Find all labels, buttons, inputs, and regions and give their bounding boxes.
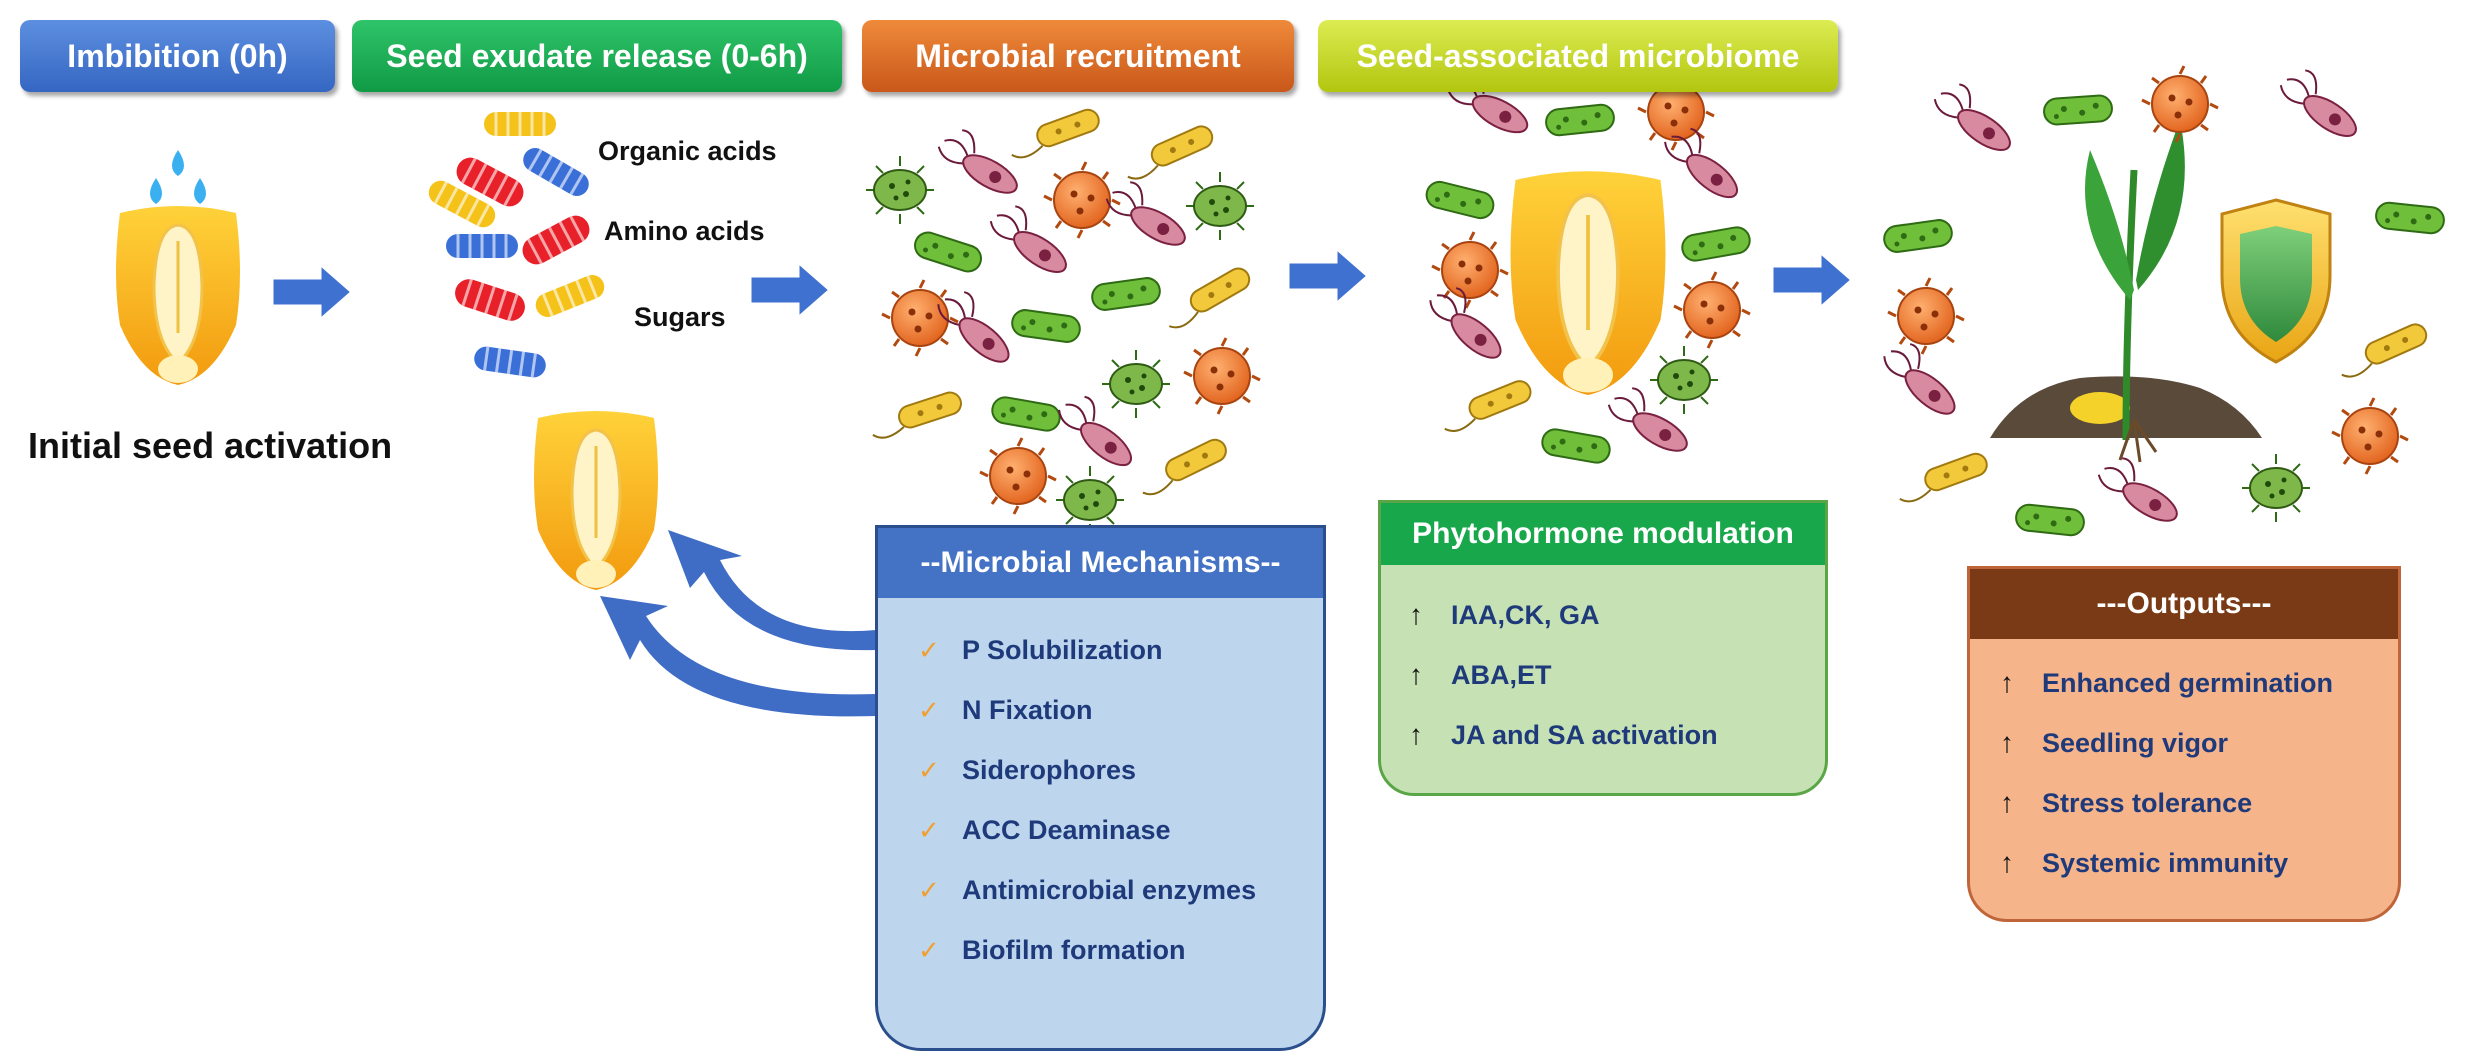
flow-arrow-icon bbox=[748, 260, 832, 320]
mechanism-item: ✓ ACC Deaminase bbox=[878, 800, 1323, 860]
up-arrow-icon: ↑ bbox=[2000, 847, 2014, 878]
output-item: ↑ Enhanced germination bbox=[1970, 653, 2398, 713]
check-icon: ✓ bbox=[918, 814, 940, 845]
initial-seed-activation-label: Initial seed activation bbox=[28, 425, 393, 466]
check-icon: ✓ bbox=[918, 934, 940, 965]
exudate-molecules-icon bbox=[423, 110, 610, 381]
stage-microbial-recruitment: Microbial recruitment bbox=[862, 20, 1294, 92]
check-icon: ✓ bbox=[918, 754, 940, 785]
mechanism-label: Siderophores bbox=[962, 754, 1137, 785]
phytohormone-modulation-box: Phytohormone modulation ↑ IAA,CK, GA ↑ ABA… bbox=[1378, 500, 1828, 796]
exudate-label-amino-acids: Amino acids bbox=[604, 216, 765, 246]
stage-seed-microbiome: Seed-associated microbiome bbox=[1318, 20, 1838, 92]
outputs-box: ---Outputs--- ↑ Enhanced germination ↑ See… bbox=[1967, 566, 2401, 922]
exudate-label-organic-acids: Organic acids bbox=[598, 136, 777, 166]
output-label: Stress tolerance bbox=[2042, 787, 2253, 818]
outputs-title: ---Outputs--- bbox=[1970, 569, 2398, 639]
mechanism-item: ✓ Antimicrobial enzymes bbox=[878, 860, 1323, 920]
output-label: Enhanced germination bbox=[2042, 667, 2334, 698]
feedback-arrows bbox=[600, 530, 876, 717]
mechanism-item: ✓ Biofilm formation bbox=[878, 920, 1323, 980]
output-item: ↑ Stress tolerance bbox=[1970, 773, 2398, 833]
phytohormone-label: ABA,ET bbox=[1451, 659, 1552, 690]
microbial-mechanisms-box: --Microbial Mechanisms-- ✓ P Solubilizati… bbox=[875, 525, 1326, 1051]
up-arrow-icon: ↑ bbox=[1409, 659, 1423, 690]
seed-microbiome-icon bbox=[1422, 63, 1753, 466]
check-icon: ✓ bbox=[918, 634, 940, 665]
mechanism-item: ✓ Siderophores bbox=[878, 740, 1323, 800]
up-arrow-icon: ↑ bbox=[2000, 667, 2014, 698]
mechanism-label: Biofilm formation bbox=[962, 934, 1186, 965]
mechanism-label: ACC Deaminase bbox=[962, 814, 1171, 845]
stage-exudate-release: Seed exudate release (0-6h) bbox=[352, 20, 842, 92]
phytohormone-label: IAA,CK, GA bbox=[1451, 599, 1600, 630]
water-drop-icon bbox=[150, 150, 206, 204]
shield-icon bbox=[2220, 198, 2332, 364]
seedling-icon bbox=[1990, 120, 2262, 463]
output-label: Systemic immunity bbox=[2042, 847, 2289, 878]
outputs-bacteria-icon bbox=[1876, 61, 2447, 538]
up-arrow-icon: ↑ bbox=[2000, 787, 2014, 818]
check-icon: ✓ bbox=[918, 694, 940, 725]
stage-imbibition: Imbibition (0h) bbox=[20, 20, 335, 92]
mechanism-label: Antimicrobial enzymes bbox=[962, 874, 1257, 905]
output-item: ↑ Seedling vigor bbox=[1970, 713, 2398, 773]
up-arrow-icon: ↑ bbox=[2000, 727, 2014, 758]
flow-arrow-icon bbox=[1770, 250, 1854, 310]
mechanism-label: N Fixation bbox=[962, 694, 1093, 725]
phytohormone-label: JA and SA activation bbox=[1451, 719, 1718, 750]
mechanism-item: ✓ N Fixation bbox=[878, 680, 1323, 740]
output-label: Seedling vigor bbox=[2042, 727, 2229, 758]
exudate-label-sugars: Sugars bbox=[634, 302, 726, 332]
phytohormone-item: ↑ ABA,ET bbox=[1381, 645, 1825, 705]
bacteria-cluster-icon bbox=[865, 105, 1262, 535]
output-item: ↑ Systemic immunity bbox=[1970, 833, 2398, 893]
phytohormone-item: ↑ IAA,CK, GA bbox=[1381, 585, 1825, 645]
mechanisms-title: --Microbial Mechanisms-- bbox=[878, 528, 1323, 598]
seed-icon bbox=[532, 409, 660, 592]
flow-arrow-icon bbox=[270, 262, 354, 322]
mechanism-item: ✓ P Solubilization bbox=[878, 620, 1323, 680]
mechanism-label: P Solubilization bbox=[962, 634, 1163, 665]
flow-arrow-icon bbox=[1286, 246, 1370, 306]
phytohormone-item: ↑ JA and SA activation bbox=[1381, 705, 1825, 765]
up-arrow-icon: ↑ bbox=[1409, 719, 1423, 750]
check-icon: ✓ bbox=[918, 874, 940, 905]
up-arrow-icon: ↑ bbox=[1409, 599, 1423, 630]
seed-icon bbox=[114, 204, 242, 387]
phytohormone-title: Phytohormone modulation bbox=[1381, 503, 1825, 565]
